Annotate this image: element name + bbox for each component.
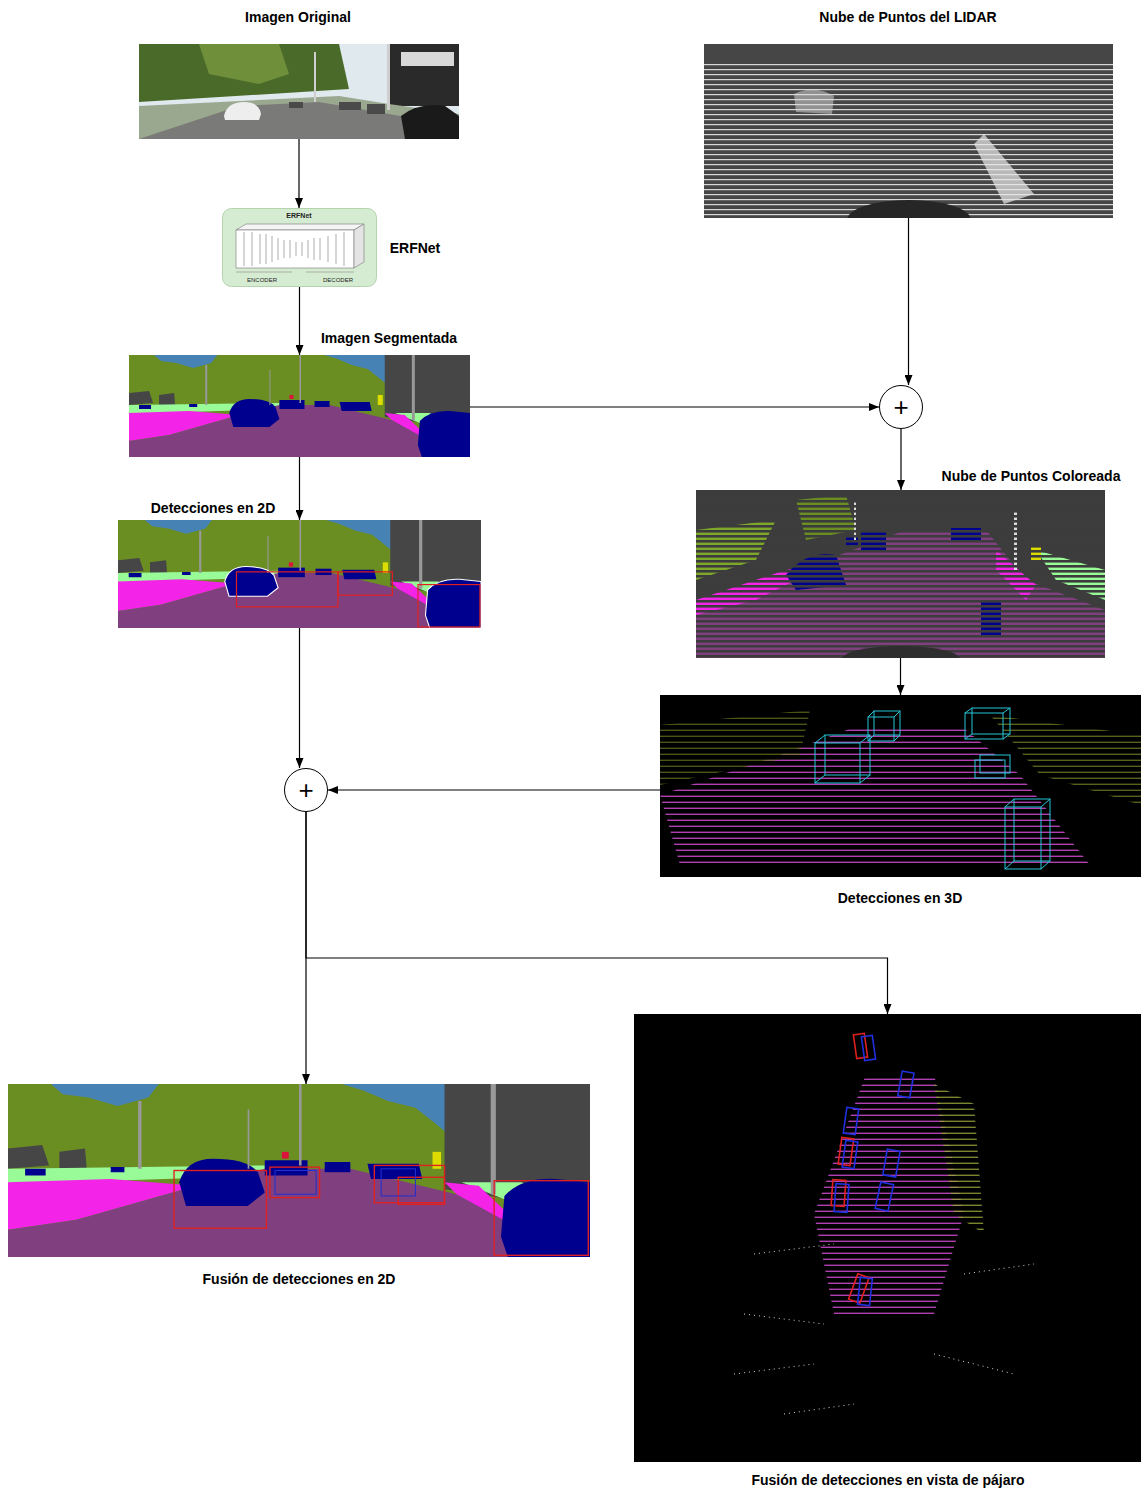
flow-arrow xyxy=(298,139,299,208)
flow-arrow xyxy=(306,812,888,1014)
flow-arrow xyxy=(299,457,300,520)
architecture-label: ENCODER xyxy=(247,277,277,284)
image-panel: Nube de Puntos Coloreada xyxy=(696,490,1105,658)
panel-heading: Nube de Puntos Coloreada xyxy=(942,468,1121,485)
flow-arrow xyxy=(900,429,901,490)
panel-heading: ERFNet xyxy=(390,240,441,257)
sum-circle: + xyxy=(879,385,923,429)
panel-heading: Detecciones en 3D xyxy=(838,890,963,907)
architecture-label: DECODER xyxy=(323,277,353,284)
image-panel: Imagen Original xyxy=(139,44,459,139)
panel-heading: Imagen Original xyxy=(245,9,351,26)
image-panel: Nube de Puntos del LIDAR xyxy=(704,44,1113,218)
flow-arrow xyxy=(900,658,901,695)
birds-eye-view xyxy=(634,1014,1141,1462)
image-panel: Detecciones en 2D xyxy=(118,520,481,628)
street-photo xyxy=(139,44,459,139)
detections-2d-image xyxy=(118,520,481,628)
panel-heading: Fusión de detecciones en 2D xyxy=(203,1271,396,1288)
flow-arrow xyxy=(299,628,300,768)
fused-detections-2d xyxy=(8,1084,590,1257)
sum-symbol: + xyxy=(298,777,313,803)
panel-heading: Fusión de detecciones en vista de pájaro xyxy=(751,1472,1024,1489)
image-panel: Fusión de detecciones en vista de pájaro xyxy=(634,1014,1141,1462)
colored-point-cloud xyxy=(696,490,1105,658)
image-panel: Detecciones en 3D xyxy=(660,695,1141,877)
sum-symbol: + xyxy=(893,394,908,420)
segmented-image xyxy=(129,355,470,457)
image-panel: Fusión de detecciones en 2D xyxy=(8,1084,590,1257)
panel-heading: Imagen Segmentada xyxy=(321,330,457,347)
detections-3d-cloud xyxy=(660,695,1141,877)
image-panel: ERFNet xyxy=(222,208,377,287)
flow-arrow xyxy=(470,406,879,407)
panel-heading: Detecciones en 2D xyxy=(151,500,276,517)
erfnet-architecture xyxy=(222,208,377,287)
flow-arrow xyxy=(328,789,660,790)
lidar-cloud xyxy=(704,44,1113,218)
flow-arrow xyxy=(299,287,300,355)
flow-arrow xyxy=(908,218,909,385)
panel-heading: Nube de Puntos del LIDAR xyxy=(819,9,996,26)
image-panel: Imagen Segmentada xyxy=(129,355,470,457)
architecture-label: ERFNet xyxy=(286,212,311,220)
sum-circle: + xyxy=(284,768,328,812)
